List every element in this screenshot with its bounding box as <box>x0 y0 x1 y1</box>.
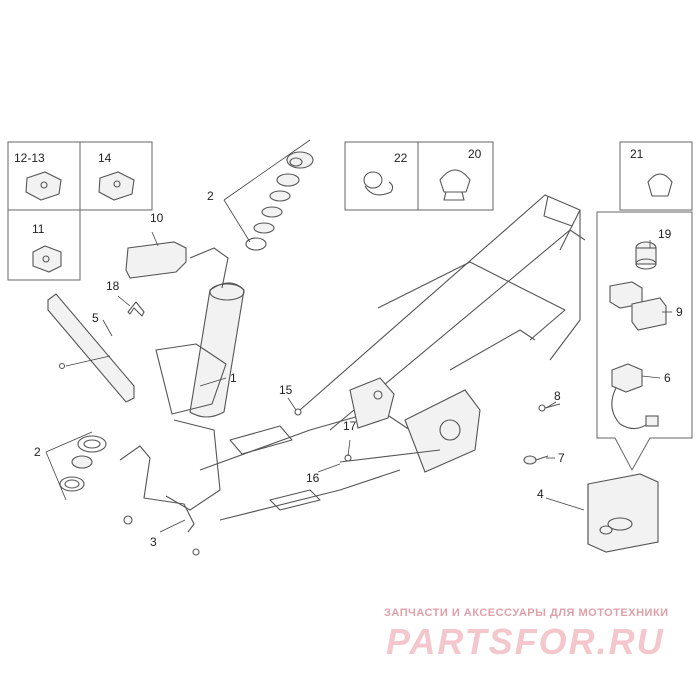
leader-lines <box>45 139 672 533</box>
cable-clamp-icon <box>363 171 394 196</box>
callout-6: 6 <box>664 371 671 385</box>
clip-18-icon <box>127 301 145 317</box>
detail-box-21 <box>619 141 693 211</box>
watermark-tagline: ЗАПЧАСТИ И АКСЕССУАРЫ ДЛЯ МОТОТЕХНИКИ <box>384 607 669 619</box>
steering-bearing-stack-top <box>245 151 314 251</box>
callout-3: 3 <box>150 535 157 549</box>
callout-4: 4 <box>537 487 544 501</box>
ignition-switch-cap-icon <box>635 241 657 270</box>
callout-2-top: 2 <box>207 189 214 203</box>
key-7-icon <box>523 455 549 465</box>
callout-12-13: 12-13 <box>14 151 45 165</box>
callout-19: 19 <box>658 227 672 241</box>
clip-nut-icon <box>25 171 62 201</box>
clip-nut-14-icon <box>98 171 135 201</box>
cage-nut-icon <box>32 245 62 273</box>
callouts: 12-13 14 11 10 2 18 5 1 2 3 15 17 16 22 … <box>14 147 683 549</box>
steering-bearing-stack-bottom <box>59 435 107 492</box>
hose-clip-icon <box>647 173 673 197</box>
electrical-detail-frame <box>596 211 693 472</box>
callout-22: 22 <box>394 151 408 165</box>
callout-7: 7 <box>558 451 565 465</box>
bracket-3-icon <box>119 445 200 556</box>
callout-2-bottom: 2 <box>34 445 41 459</box>
bolt-15-icon <box>294 408 302 416</box>
callout-18: 18 <box>106 279 120 293</box>
cable-tie-icon <box>439 169 471 201</box>
callout-17: 17 <box>343 419 357 433</box>
callout-10: 10 <box>150 211 164 225</box>
detail-box-group-left <box>7 141 153 281</box>
callout-1: 1 <box>230 371 237 385</box>
callout-11: 11 <box>32 222 45 236</box>
callout-5: 5 <box>92 311 99 325</box>
callout-15: 15 <box>279 383 293 397</box>
callout-8: 8 <box>554 389 561 403</box>
lock-cylinder-icon <box>609 281 667 331</box>
scooter-frame-icon <box>155 194 586 521</box>
bracket-10-icon <box>125 241 187 279</box>
callout-20: 20 <box>468 147 482 161</box>
tool-kit-bag-icon <box>587 473 659 553</box>
callout-14: 14 <box>98 151 112 165</box>
callout-16: 16 <box>306 471 320 485</box>
callout-21: 21 <box>630 147 644 161</box>
detail-box-group-middle <box>344 141 494 211</box>
bolt-8-icon <box>538 403 561 412</box>
ignition-switch-icon <box>611 363 659 430</box>
callout-9: 9 <box>676 305 683 319</box>
side-rail-5-icon <box>47 293 135 403</box>
watermark-logo: PARTSFOR.RU <box>386 621 665 662</box>
